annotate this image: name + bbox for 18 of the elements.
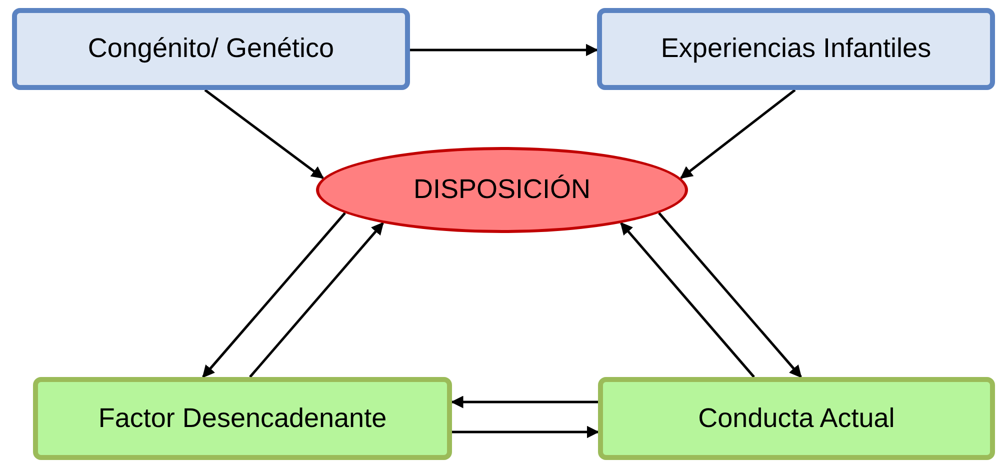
arrow: [658, 212, 802, 378]
process-box: [598, 377, 995, 460]
arrow: [410, 44, 598, 56]
process-box: [12, 8, 410, 90]
node-label: Factor Desencadenante: [98, 402, 387, 435]
node-label: Experiencias Infantiles: [660, 32, 932, 66]
arrow: [204, 89, 324, 179]
arrow: [680, 89, 796, 179]
process-box: [597, 8, 995, 90]
arrow: [450, 396, 598, 408]
node-label: Congénito/ Genético: [88, 32, 334, 66]
node-label: Conducta Actual: [698, 402, 895, 435]
arrow: [202, 212, 346, 378]
arrow: [452, 426, 600, 438]
node-label: DISPOSICIÓN: [413, 173, 591, 206]
process-box: [33, 377, 452, 460]
arrow: [620, 222, 755, 378]
arrow: [249, 222, 384, 378]
